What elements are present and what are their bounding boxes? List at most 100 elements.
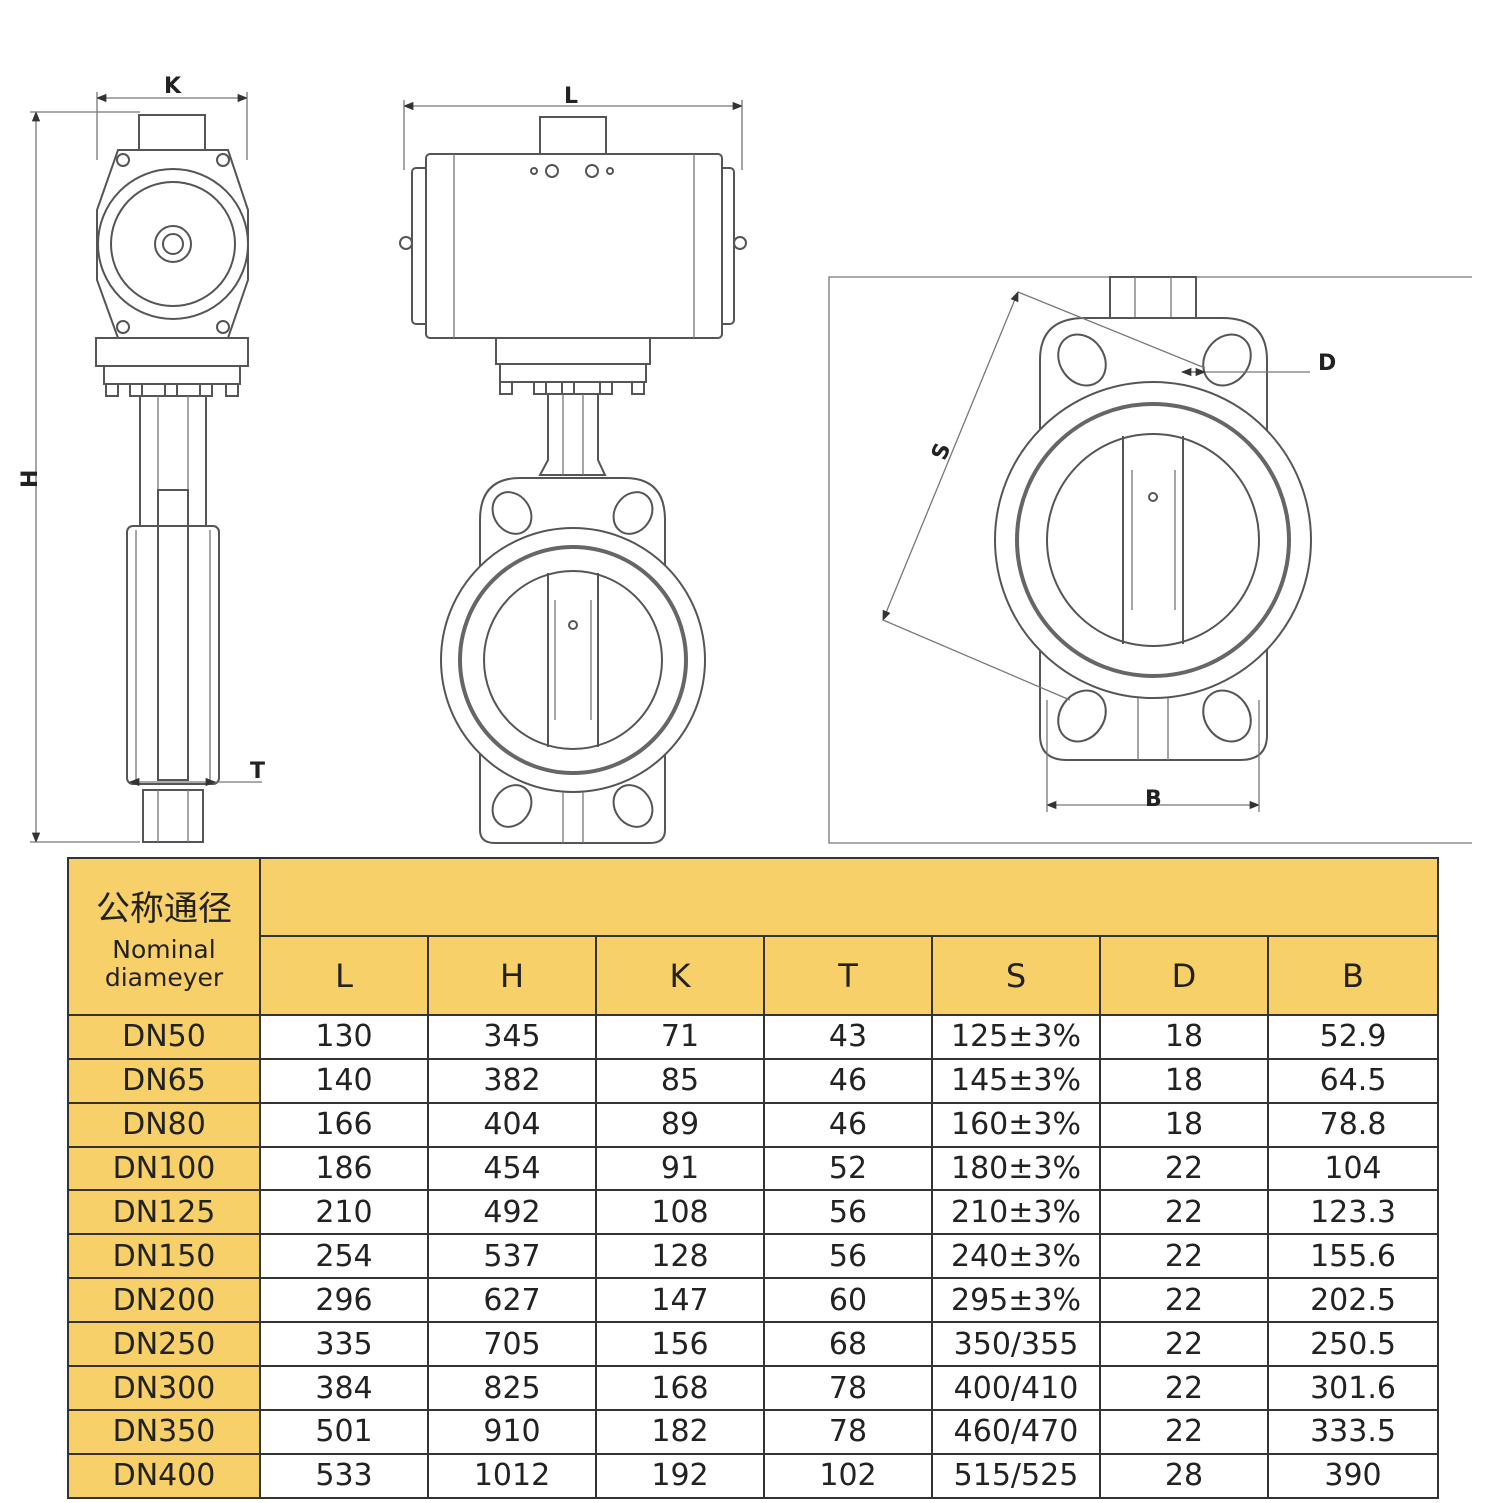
column-header-h: H [427, 935, 597, 1016]
dim-label-k: K [164, 74, 182, 99]
row-dn-label: DN250 [67, 1321, 261, 1368]
column-header-b: B [1266, 935, 1440, 1016]
cell-s: 180±3% [931, 1145, 1101, 1192]
cell-l: 335 [259, 1321, 429, 1368]
cell-d: 22 [1099, 1189, 1269, 1236]
dim-label-t: T [250, 759, 265, 784]
cell-b: 301.6 [1266, 1365, 1440, 1412]
column-header-l: L [259, 935, 429, 1016]
cell-l: 166 [259, 1101, 429, 1148]
row-dn-label: DN400 [67, 1452, 261, 1500]
valve-technical-drawing: K H T [18, 74, 1472, 844]
cell-d: 22 [1099, 1321, 1269, 1368]
dim-label-s: S [927, 440, 956, 464]
column-header-t: T [763, 935, 933, 1016]
cell-d: 28 [1099, 1452, 1269, 1500]
cell-k: 192 [595, 1452, 765, 1500]
column-header-d: D [1099, 935, 1269, 1016]
cell-k: 156 [595, 1321, 765, 1368]
cell-t: 52 [763, 1145, 933, 1192]
cell-l: 533 [259, 1452, 429, 1500]
row-dn-label: DN100 [67, 1145, 261, 1192]
nominal-diameter-header: 公称通径 Nominal diameyer [67, 857, 261, 1016]
cell-d: 22 [1099, 1365, 1269, 1412]
cell-s: 295±3% [931, 1277, 1101, 1324]
cell-h: 910 [427, 1409, 597, 1455]
cell-l: 501 [259, 1409, 429, 1455]
detail-view: S D B [828, 276, 1472, 844]
cell-d: 18 [1099, 1057, 1269, 1104]
cell-h: 1012 [427, 1452, 597, 1500]
cell-t: 78 [763, 1409, 933, 1455]
front-view: L [399, 84, 747, 844]
cell-b: 202.5 [1266, 1277, 1440, 1324]
cell-t: 102 [763, 1452, 933, 1500]
cell-d: 18 [1099, 1101, 1269, 1148]
row-dn-label: DN125 [67, 1189, 261, 1236]
cell-k: 89 [595, 1101, 765, 1148]
cell-s: 350/355 [931, 1321, 1101, 1368]
header-band [258, 856, 1440, 938]
cell-k: 108 [595, 1189, 765, 1236]
dim-label-d: D [1318, 351, 1336, 376]
dim-label-b: B [1145, 787, 1162, 812]
cell-d: 22 [1099, 1233, 1269, 1280]
row-dn-label: DN150 [67, 1233, 261, 1280]
cell-t: 56 [763, 1189, 933, 1236]
cell-s: 210±3% [931, 1189, 1101, 1236]
cell-k: 182 [595, 1409, 765, 1455]
cell-b: 250.5 [1266, 1321, 1440, 1368]
row-dn-label: DN65 [67, 1057, 261, 1104]
cell-s: 160±3% [931, 1101, 1101, 1148]
cell-l: 384 [259, 1365, 429, 1412]
cell-h: 627 [427, 1277, 597, 1324]
cell-s: 125±3% [931, 1013, 1101, 1060]
nominal-diameter-cn: 公称通径 [96, 888, 232, 929]
dim-label-h: H [18, 470, 43, 488]
cell-h: 382 [427, 1057, 597, 1104]
cell-k: 168 [595, 1365, 765, 1412]
row-dn-label: DN300 [67, 1365, 261, 1412]
column-header-k: K [595, 935, 765, 1016]
cell-b: 333.5 [1266, 1409, 1440, 1455]
cell-k: 85 [595, 1057, 765, 1104]
row-dn-label: DN200 [67, 1277, 261, 1324]
cell-h: 705 [427, 1321, 597, 1368]
cell-l: 210 [259, 1189, 429, 1236]
cell-d: 22 [1099, 1145, 1269, 1192]
cell-t: 60 [763, 1277, 933, 1324]
cell-h: 404 [427, 1101, 597, 1148]
side-view: K H T [18, 74, 265, 844]
cell-t: 43 [763, 1013, 933, 1060]
cell-k: 128 [595, 1233, 765, 1280]
row-dn-label: DN50 [67, 1013, 261, 1060]
cell-s: 400/410 [931, 1365, 1101, 1412]
cell-t: 46 [763, 1101, 933, 1148]
cell-h: 492 [427, 1189, 597, 1236]
cell-t: 46 [763, 1057, 933, 1104]
nominal-diameter-en: Nominal diameyer [104, 934, 224, 992]
cell-k: 71 [595, 1013, 765, 1060]
cell-t: 56 [763, 1233, 933, 1280]
cell-h: 345 [427, 1013, 597, 1060]
cell-b: 104 [1266, 1145, 1440, 1192]
cell-b: 123.3 [1266, 1189, 1440, 1236]
cell-d: 22 [1099, 1409, 1269, 1455]
cell-h: 537 [427, 1233, 597, 1280]
cell-d: 22 [1099, 1277, 1269, 1324]
cell-b: 52.9 [1266, 1013, 1440, 1060]
cell-s: 460/470 [931, 1409, 1101, 1455]
row-dn-label: DN80 [67, 1101, 261, 1148]
cell-t: 68 [763, 1321, 933, 1368]
cell-l: 296 [259, 1277, 429, 1324]
